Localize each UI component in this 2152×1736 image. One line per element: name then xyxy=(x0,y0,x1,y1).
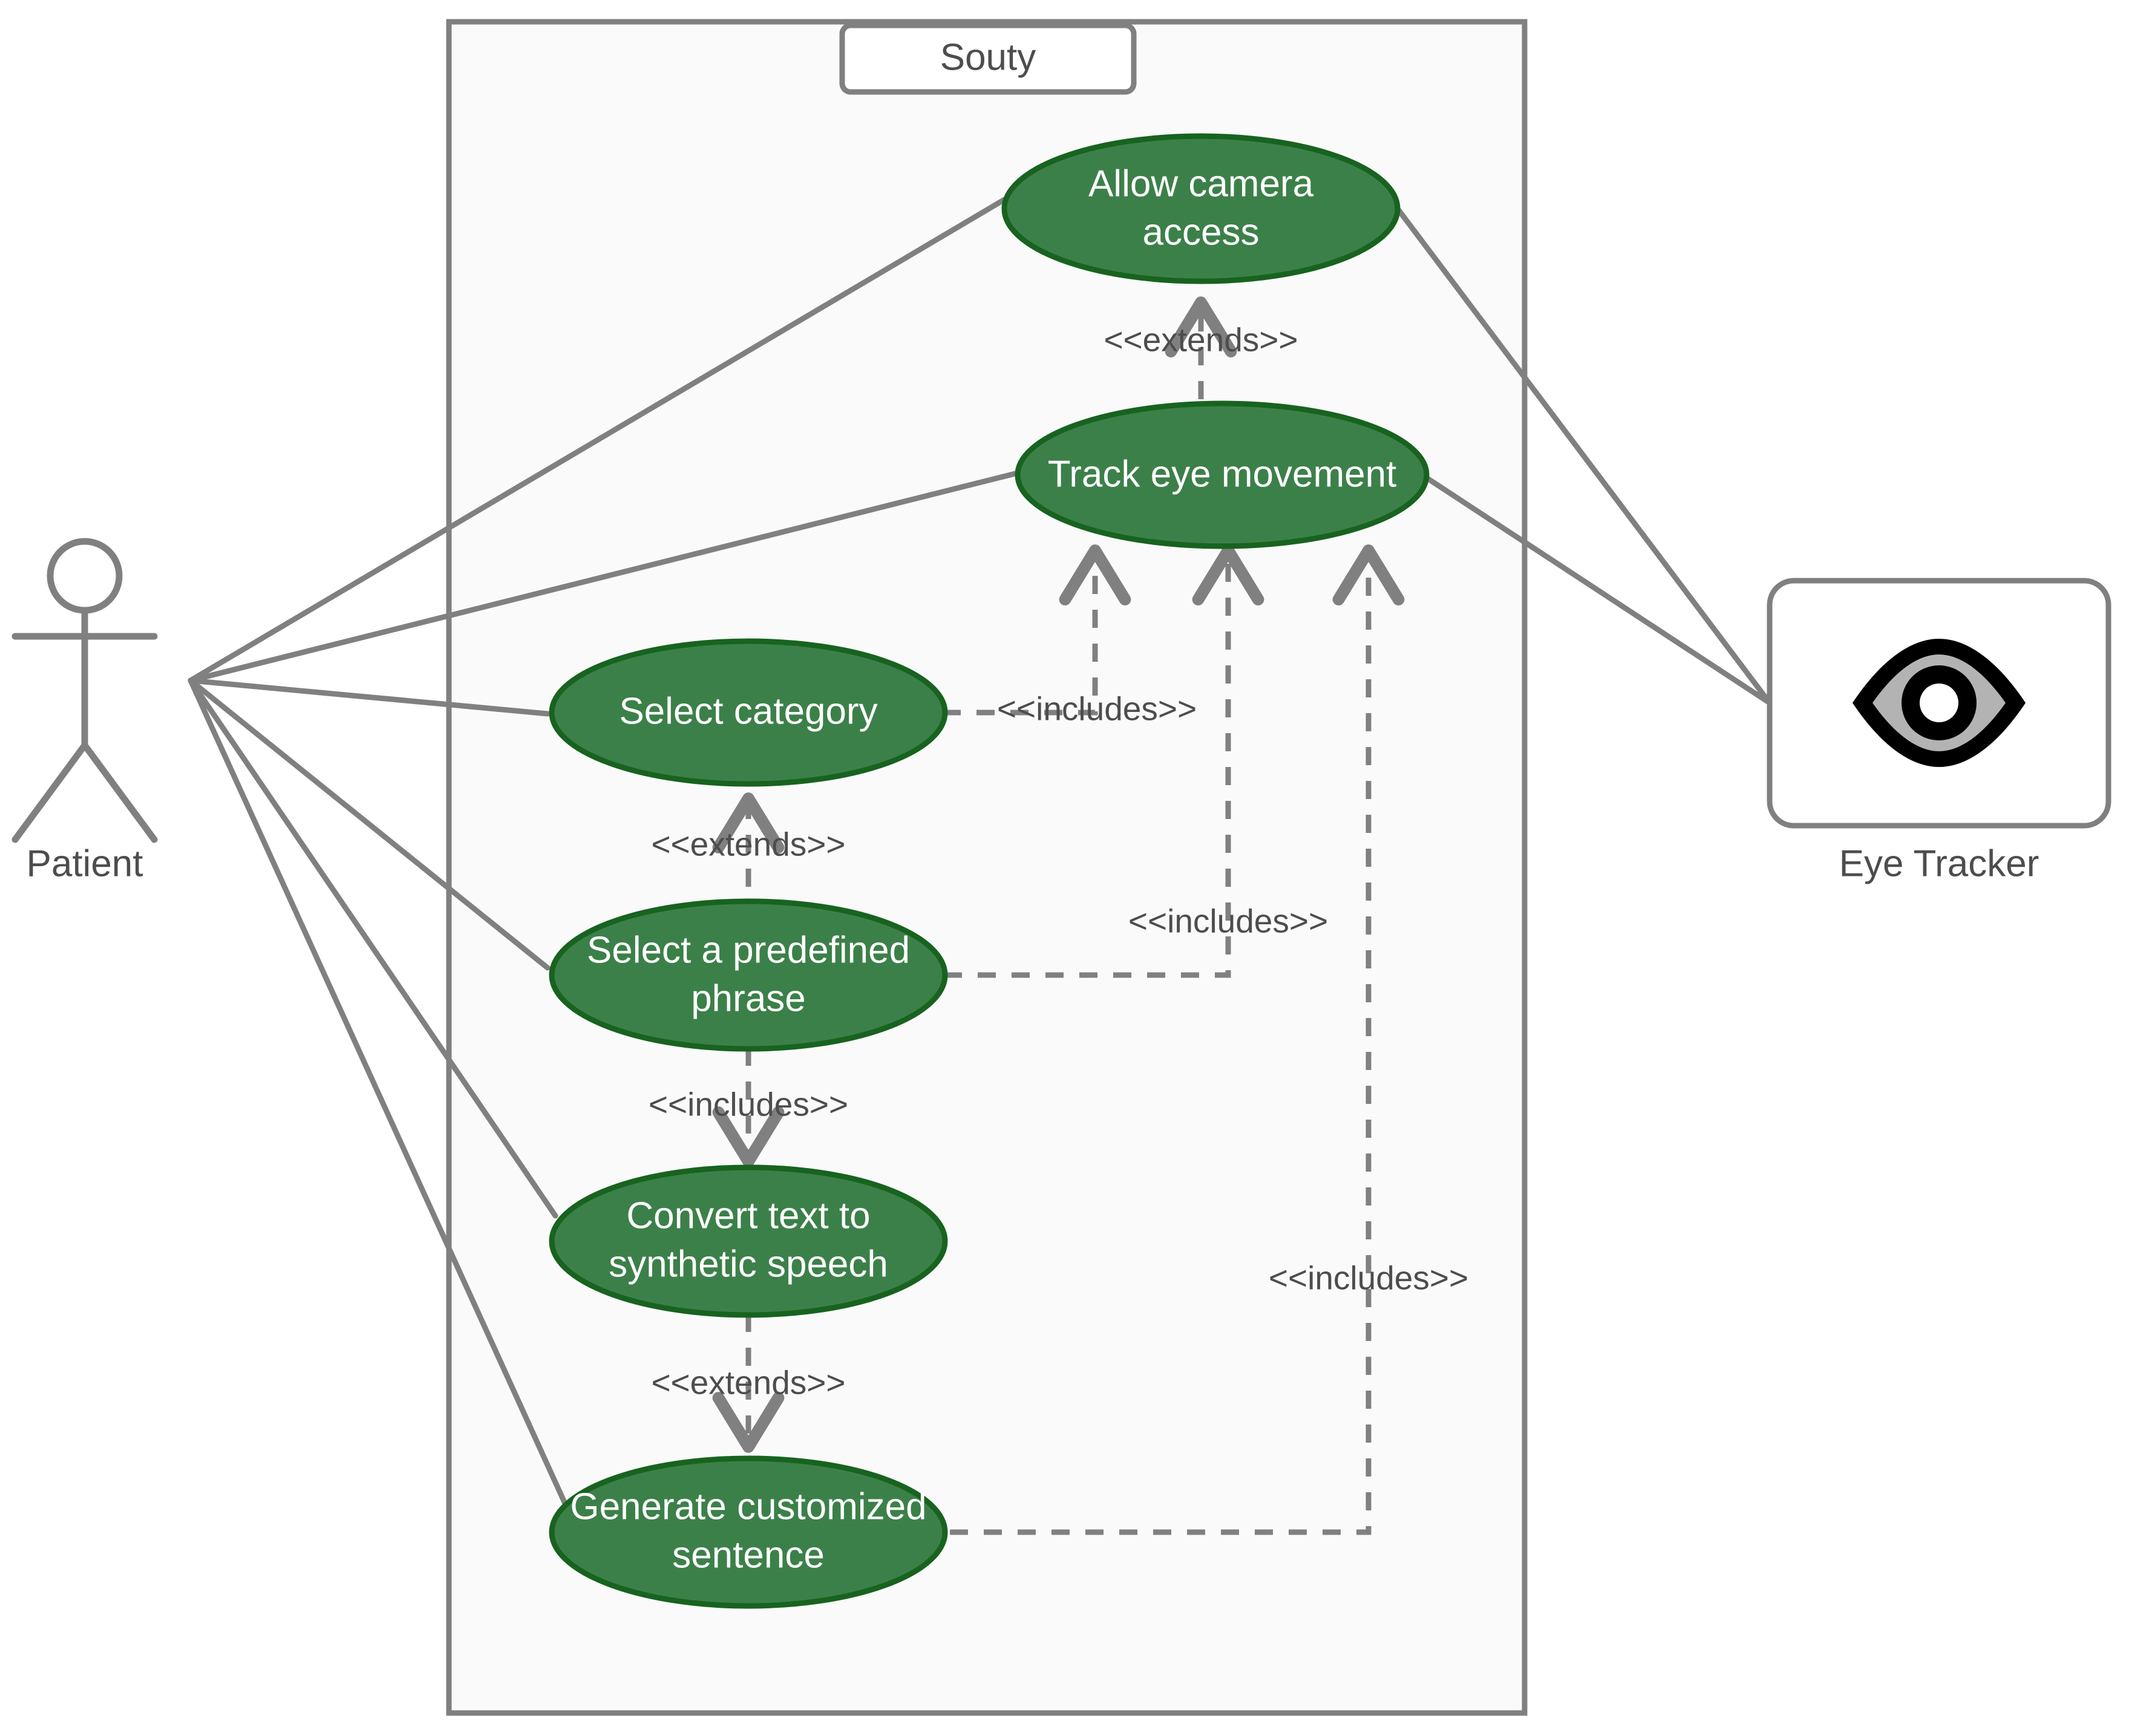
use-case-select-category[interactable]: Select category xyxy=(549,638,948,787)
relationship-includes-phrase-to-convert: <<includes>> xyxy=(649,1048,848,1167)
use-case-ellipse[interactable] xyxy=(549,1455,948,1609)
assoc-patient-allow-camera-access xyxy=(188,197,1007,684)
use-case-allow-camera-access[interactable]: Allow camera access xyxy=(1001,133,1401,284)
stick-figure-icon xyxy=(11,538,158,843)
use-case-label-line1: Select category xyxy=(619,690,877,732)
relationship-extends-phrase-to-selectcategory: <<extends>> xyxy=(651,792,846,921)
relationship-line xyxy=(943,544,1131,716)
use-case-label-line1: Convert text to xyxy=(626,1195,870,1236)
relationship-line xyxy=(950,544,1405,1535)
association-lines-patient xyxy=(188,197,1025,1521)
use-case-track-eye-movement[interactable]: Track eye movement xyxy=(1015,400,1430,549)
eye-icon xyxy=(1853,639,2026,767)
assoc-patient-select-category xyxy=(188,677,551,717)
system-boundary xyxy=(446,19,1528,1716)
use-case-convert-text-to-speech[interactable]: Convert text to synthetic speech xyxy=(549,1164,948,1318)
actor-eye-tracker-label: Eye Tracker xyxy=(1839,843,2039,884)
use-case-ellipse[interactable] xyxy=(549,638,948,787)
use-case-label-line1: Select a predefined xyxy=(587,929,910,971)
use-case-label-line2: phrase xyxy=(691,977,806,1019)
relationship-includes-phrase-to-track: <<includes>> xyxy=(944,544,1328,978)
use-case-ellipse[interactable] xyxy=(549,898,948,1052)
assoc-patient-select-predefined-phrase xyxy=(188,677,551,971)
relationship-stereotype-label: <<extends>> xyxy=(651,1364,845,1402)
actor-eye-tracker[interactable]: Eye Tracker xyxy=(1767,578,2111,884)
use-case-label-line1: Generate customized xyxy=(570,1486,926,1527)
use-case-label-line2: synthetic speech xyxy=(609,1243,888,1285)
relationship-includes-generate-to-track: <<includes>> xyxy=(950,544,1468,1535)
relationship-stereotype-label: <<includes>> xyxy=(1128,902,1328,940)
relationship-stereotype-label: <<includes>> xyxy=(1269,1259,1468,1297)
assoc-patient-generate-customized-sentence xyxy=(188,677,575,1521)
relationship-line xyxy=(944,544,1264,978)
use-case-label-line2: access xyxy=(1143,211,1260,253)
assoc-patient-convert-text-to-speech xyxy=(188,677,558,1219)
relationship-extends-track-to-allow-camera: <<extends>> xyxy=(1104,296,1298,399)
relationship-stereotype-label: <<extends>> xyxy=(651,826,845,863)
relationship-stereotype-label: <<extends>> xyxy=(1104,321,1298,359)
use-case-ellipse[interactable] xyxy=(1001,133,1401,284)
use-case-label-line1: Allow camera xyxy=(1088,163,1314,204)
actor-patient[interactable]: Patient xyxy=(11,538,158,884)
assoc-eyetracker-track-eye-movement xyxy=(1424,475,1773,706)
eye-pupil xyxy=(1920,684,1958,722)
use-case-ellipse[interactable] xyxy=(549,1164,948,1318)
relationship-extends-convert-to-generate: <<extends>> xyxy=(651,1314,846,1453)
actor-patient-label: Patient xyxy=(26,843,143,884)
use-case-select-predefined-phrase[interactable]: Select a predefined phrase xyxy=(549,898,948,1052)
assoc-patient-track-eye-movement xyxy=(188,469,1025,684)
system-boundary-label: Souty xyxy=(940,36,1036,78)
relationship-stereotype-label: <<includes>> xyxy=(649,1086,848,1123)
actor-leg-left xyxy=(11,742,88,843)
use-case-label-line2: sentence xyxy=(672,1534,825,1576)
relationship-includes-selectcategory-to-track: <<includes>> xyxy=(943,544,1197,728)
use-case-label-line1: Track eye movement xyxy=(1048,453,1397,495)
actor-leg-right xyxy=(81,742,158,843)
use-case-ellipse[interactable] xyxy=(1015,400,1430,549)
actor-head xyxy=(47,538,123,614)
use-case-generate-customized-sentence[interactable]: Generate customized sentence xyxy=(549,1455,948,1609)
system-boundary-title-box xyxy=(839,22,1137,95)
assoc-eyetracker-allow-camera-access xyxy=(1395,206,1773,706)
relationship-stereotype-label: <<includes>> xyxy=(997,690,1197,728)
association-lines-eye-tracker xyxy=(1395,206,1773,706)
